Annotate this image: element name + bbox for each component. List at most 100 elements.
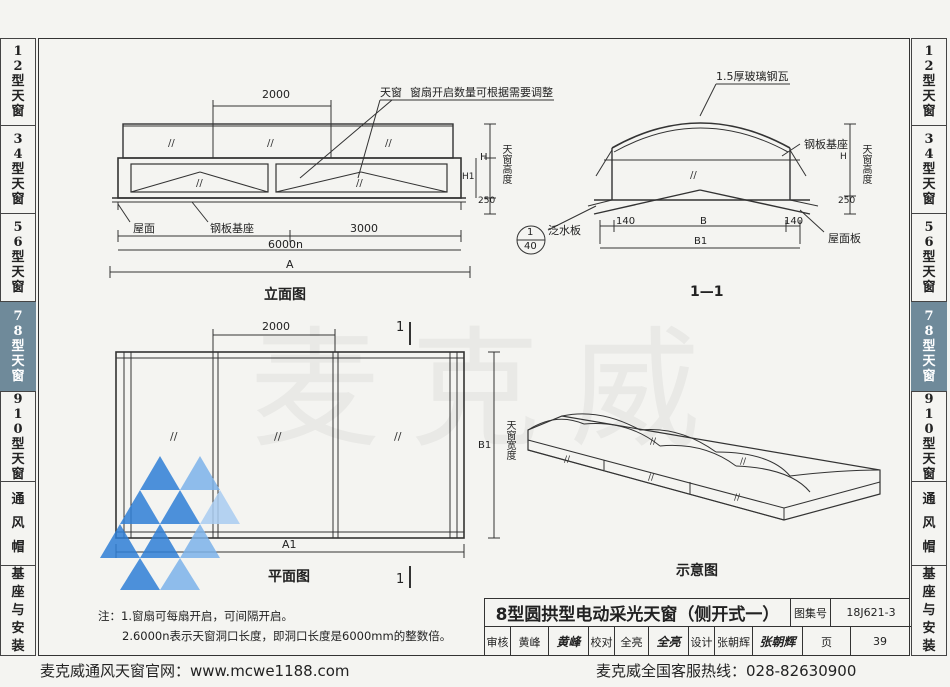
tab-label: 通 风 帽 <box>11 491 25 555</box>
right-tab-strip: 1 2 型 天 窗 3 4 型 天 窗 5 6 型 天 窗 7 8 型 天 窗 … <box>911 38 949 656</box>
section-label-steel-base: 钢板基座 <box>804 138 848 151</box>
drawing-frame <box>38 38 910 656</box>
review-label: 审核 <box>485 627 511 656</box>
tab-34[interactable]: 3 4 型 天 窗 <box>0 126 36 214</box>
tab-label: 基 座 与 安 装 <box>11 567 25 654</box>
tab-label: 9 10 型 天 窗 <box>11 391 25 482</box>
section-drawing: // <box>516 83 856 255</box>
elev-label-roof: 屋面 <box>133 222 155 235</box>
tab-56[interactable]: 5 6 型 天 窗 <box>0 214 36 302</box>
check-name: 全亮 <box>615 627 649 656</box>
section-title: 1—1 <box>690 284 724 300</box>
svg-text://: // <box>690 170 697 181</box>
logo-triangles <box>100 456 240 590</box>
elev-dim-h1: H1 <box>462 172 475 182</box>
elev-title: 立面图 <box>264 287 306 303</box>
note-2: 2.6000n表示天窗洞口长度，即洞口长度是6000mm的整数倍。 <box>122 629 452 643</box>
svg-text://: // <box>394 430 402 443</box>
elev-label-base: 钢板基座 <box>210 222 254 235</box>
design-label: 设计 <box>689 627 715 656</box>
tab-label: 7 8 型 天 窗 <box>922 309 936 384</box>
section-detail-top: 1 <box>527 227 534 238</box>
plan-title: 平面图 <box>268 569 310 585</box>
design-name: 张朝辉 <box>715 627 753 656</box>
tab-34[interactable]: 3 4 型 天 窗 <box>911 126 947 214</box>
drawing-title: 8型圆拱型电动采光天窗（侧开式一） <box>485 599 791 627</box>
svg-text://: // <box>356 178 363 189</box>
svg-text://: // <box>564 455 571 465</box>
footer-hotline: 麦克威全国客服热线：028-82630900 <box>596 662 857 680</box>
section-label-roof-panel: 屋面板 <box>828 232 861 245</box>
svg-text://: // <box>267 138 274 149</box>
svg-text://: // <box>650 437 657 447</box>
tab-910[interactable]: 9 10 型 天 窗 <box>911 392 947 482</box>
check-signature: 全亮 <box>649 627 689 656</box>
plan-dim-b1: B1 <box>478 440 492 451</box>
atlas-label: 图集号 <box>791 599 831 627</box>
tab-label: 基 座 与 安 装 <box>922 567 936 654</box>
svg-text://: // <box>196 178 203 189</box>
tab-base[interactable]: 基 座 与 安 装 <box>911 566 947 656</box>
watermark: 麦克威 <box>250 314 731 466</box>
plan-dim-2000: 2000 <box>262 320 290 333</box>
tab-label: 5 6 型 天 窗 <box>11 220 25 295</box>
tab-label: 3 4 型 天 窗 <box>922 132 936 207</box>
page-label: 页 <box>803 627 851 656</box>
section-dim-250: 250 <box>838 196 856 206</box>
section-detail-bottom: 40 <box>524 241 537 252</box>
elev-label-note: 窗扇开启数量可根据需要调整 <box>410 86 553 99</box>
svg-text://: // <box>385 138 392 149</box>
tab-78[interactable]: 7 8 型 天 窗 <box>0 302 36 392</box>
check-label: 校对 <box>589 627 615 656</box>
elev-label-skylight: 天窗 <box>380 86 402 99</box>
notes: 注：1.窗扇可每扇开启，可间隔开启。 2.6000n表示天窗洞口长度，即洞口长度… <box>98 606 451 646</box>
section-dim-b: B <box>700 216 707 227</box>
design-signature: 张朝辉 <box>753 627 803 656</box>
tab-vent[interactable]: 通 风 帽 <box>0 482 36 566</box>
tab-label: 1 2 型 天 窗 <box>922 44 936 119</box>
tab-910[interactable]: 9 10 型 天 窗 <box>0 392 36 482</box>
svg-text://: // <box>168 138 175 149</box>
tab-12[interactable]: 1 2 型 天 窗 <box>0 38 36 126</box>
sketch-title: 示意图 <box>676 563 718 579</box>
plan-label-width: 天窗宽度 <box>504 420 515 460</box>
section-label-glass: 1.5厚玻璃钢瓦 <box>716 70 789 83</box>
tab-base[interactable]: 基 座 与 安 装 <box>0 566 36 656</box>
section-dim-b1: B1 <box>694 236 708 247</box>
elevation-drawing: // // // // // <box>109 99 554 278</box>
review-signature: 黄峰 <box>549 627 589 656</box>
elev-dim-h: H <box>480 152 488 163</box>
svg-text://: // <box>274 430 282 443</box>
page-number: 39 <box>873 635 887 648</box>
tab-78[interactable]: 7 8 型 天 窗 <box>911 302 947 392</box>
tab-label: 7 8 型 天 窗 <box>11 309 25 384</box>
review-name: 黄峰 <box>511 627 549 656</box>
section-label-height: 天窗高度 <box>860 144 871 184</box>
svg-text://: // <box>734 493 741 503</box>
left-tab-strip: 1 2 型 天 窗 3 4 型 天 窗 5 6 型 天 窗 7 8 型 天 窗 … <box>0 38 38 656</box>
notes-header: 注： <box>98 609 121 623</box>
section-dim-140-right: 140 <box>784 216 804 227</box>
tab-label: 9 10 型 天 窗 <box>922 391 936 482</box>
elev-dim-a: A <box>286 258 294 271</box>
section-dim-h: H <box>840 152 847 162</box>
plan-section-mark-bottom: 1 <box>396 572 405 587</box>
tab-vent[interactable]: 通 风 帽 <box>911 482 947 566</box>
title-block: 8型圆拱型电动采光天窗（侧开式一） 图集号 18J621-3 审核 黄峰 黄峰 … <box>484 598 911 656</box>
svg-text://: // <box>170 430 178 443</box>
elev-dim-250: 250 <box>478 196 496 206</box>
sketch-drawing: // // // // // <box>527 413 881 521</box>
svg-text://: // <box>740 457 747 467</box>
plan-section-mark-top: 1 <box>396 320 405 335</box>
section-label-flashing: 泛水板 <box>548 224 581 237</box>
tab-label: 通 风 帽 <box>922 491 936 555</box>
elev-dim-2000: 2000 <box>262 88 290 101</box>
tab-56[interactable]: 5 6 型 天 窗 <box>911 214 947 302</box>
tab-label: 1 2 型 天 窗 <box>11 44 25 119</box>
note-1: 1.窗扇可每扇开启，可间隔开启。 <box>121 609 293 623</box>
tab-label: 5 6 型 天 窗 <box>922 220 936 295</box>
tab-12[interactable]: 1 2 型 天 窗 <box>911 38 947 126</box>
svg-text://: // <box>648 473 655 483</box>
